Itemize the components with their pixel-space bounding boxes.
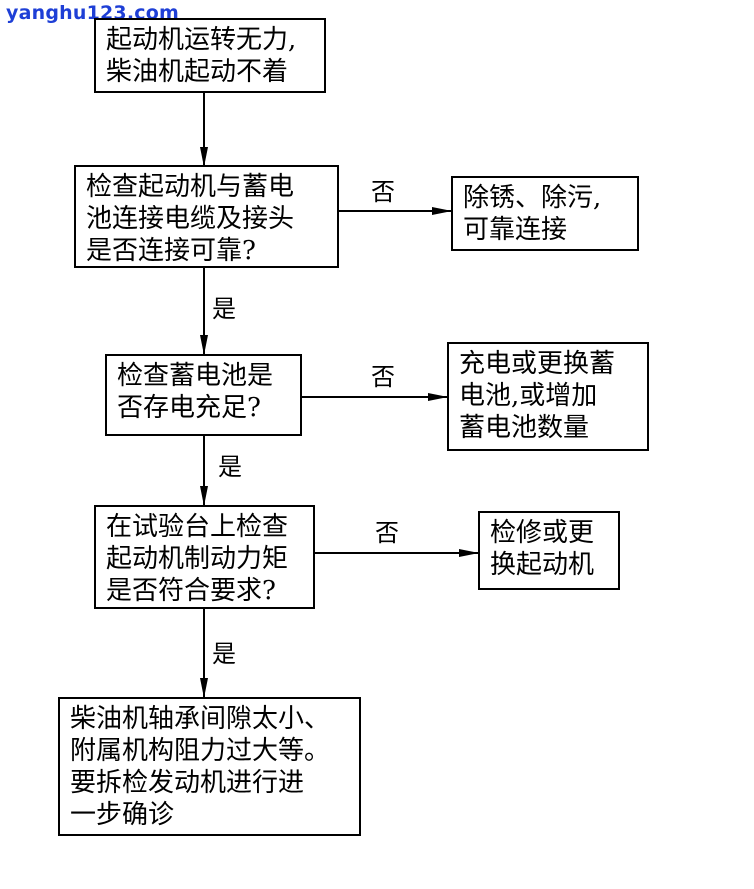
label-no-torque: 否 [375, 519, 399, 547]
step-check-cable-box: 检查起动机与蓄电 池连接电缆及接头 是否连接可靠? [74, 165, 339, 268]
label-no-battery: 否 [371, 363, 395, 391]
label-yes-battery: 是 [218, 453, 242, 481]
step-start-box: 起动机运转无力, 柴油机起动不着 [94, 18, 326, 93]
action-fix-cable-box: 除锈、除污, 可靠连接 [451, 176, 639, 251]
label-yes-cable: 是 [212, 295, 236, 323]
step-check-battery-box: 检查蓄电池是 否存电充足? [105, 354, 302, 436]
action-fix-battery-box: 充电或更换蓄 电池,或增加 蓄电池数量 [447, 342, 649, 451]
label-no-cable: 否 [371, 178, 395, 206]
action-fix-starter-box: 检修或更 换起动机 [478, 511, 620, 590]
label-yes-torque: 是 [212, 640, 236, 668]
step-final-box: 柴油机轴承间隙太小、 附属机构阻力过大等。 要拆检发动机进行进 一步确诊 [58, 697, 361, 836]
step-check-torque-box: 在试验台上检查 起动机制动力矩 是否符合要求? [94, 505, 315, 609]
